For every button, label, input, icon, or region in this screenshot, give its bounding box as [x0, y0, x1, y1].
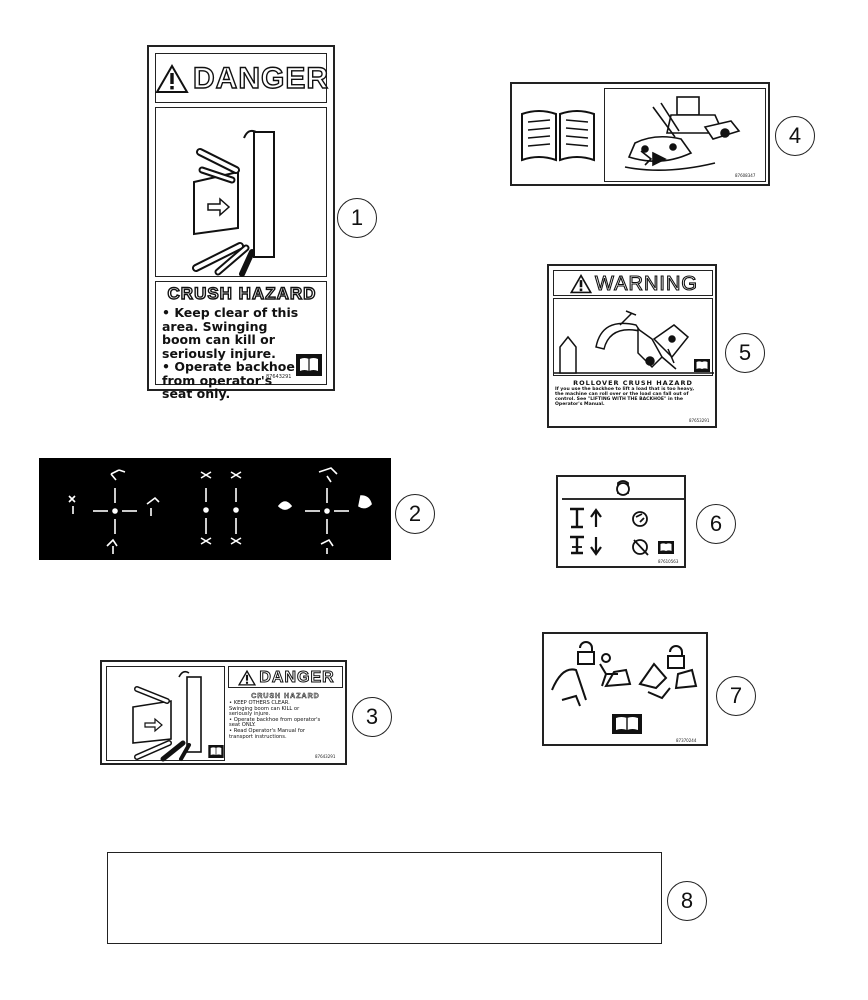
manual-book-icon: [208, 745, 224, 758]
part-number: 87608347: [735, 173, 756, 178]
crush-hazard-instructions: • Keep clear of this area. Swinging boom…: [162, 305, 299, 401]
crush-hazard-pictogram: [132, 670, 202, 762]
lift-lock-pictogram: [562, 480, 684, 556]
part-number: 87653291: [689, 418, 710, 423]
part-number: 87643291: [315, 754, 336, 759]
control-pattern-pictogram: [68, 467, 372, 554]
rollover-hazard-title: ROLLOVER CRUSH HAZARD: [573, 378, 693, 387]
callout-6: 6: [696, 504, 736, 544]
danger-header-box: DANGER: [228, 666, 343, 688]
callout-8: 8: [667, 881, 707, 921]
crush-hazard-instructions: • KEEP OTHERS CLEAR. Swinging boom can K…: [229, 700, 321, 740]
callout-7: 7: [716, 676, 756, 716]
part-number: 87370244: [676, 738, 697, 743]
crush-hazard-text-box: CRUSH HAZARD • Keep clear of this area. …: [155, 281, 327, 400]
manual-book-icon: [296, 354, 322, 376]
crush-hazard-title: CRUSH HAZARD: [167, 283, 317, 303]
decal-rollover-warning: WARNING ROLLOVER CRUSH HAZARD If you use…: [547, 264, 717, 428]
backhoe-lift-pictogram: [624, 96, 741, 171]
callout-4: 4: [775, 116, 815, 156]
decal-control-pattern: [39, 458, 391, 560]
warning-triangle-icon: [238, 669, 257, 686]
rollover-hazard-text: If you use the backhoe to lift a load th…: [555, 387, 695, 407]
decal-crush-hazard-wide: DANGER CRUSH HAZARD • KEEP OTHERS CLEAR.…: [100, 660, 347, 765]
crush-pictogram-box: [106, 666, 225, 762]
rollover-pictogram-box: [553, 298, 714, 376]
swing-lock-pictogram: [551, 641, 698, 734]
warning-header-box: WARNING: [553, 270, 713, 296]
callout-5: 5: [725, 333, 765, 373]
warning-triangle-icon: [155, 63, 189, 93]
part-number: 87610563: [658, 559, 679, 564]
crush-hazard-title: CRUSH HAZARD: [251, 692, 320, 700]
danger-header: DANGER: [259, 669, 335, 687]
decal-crush-hazard-tall: DANGER CRUSH HAZARD • Keep clear of this…: [147, 45, 335, 400]
crush-hazard-pictogram: [192, 129, 275, 277]
decal-header-box: DANGER: [155, 53, 330, 103]
backhoe-pictogram-box: 87608347: [604, 88, 766, 182]
warning-header: WARNING: [594, 272, 698, 295]
callout-2: 2: [395, 494, 435, 534]
callout-1: 1: [337, 198, 377, 238]
decal-lift-lock-symbols: 87610563: [556, 475, 686, 568]
open-book-icon: [521, 110, 595, 162]
decal-swing-lock: 87370244: [542, 632, 708, 746]
decal-read-manual-lift: 87608347: [510, 82, 770, 186]
rollover-crush-pictogram: [554, 310, 714, 374]
part-number: 87643291: [266, 374, 292, 380]
crush-pictogram-box: [155, 107, 327, 277]
callout-3: 3: [352, 697, 392, 737]
decal-blank: [107, 852, 662, 944]
danger-header: DANGER: [192, 61, 330, 95]
warning-triangle-icon: [569, 273, 593, 294]
